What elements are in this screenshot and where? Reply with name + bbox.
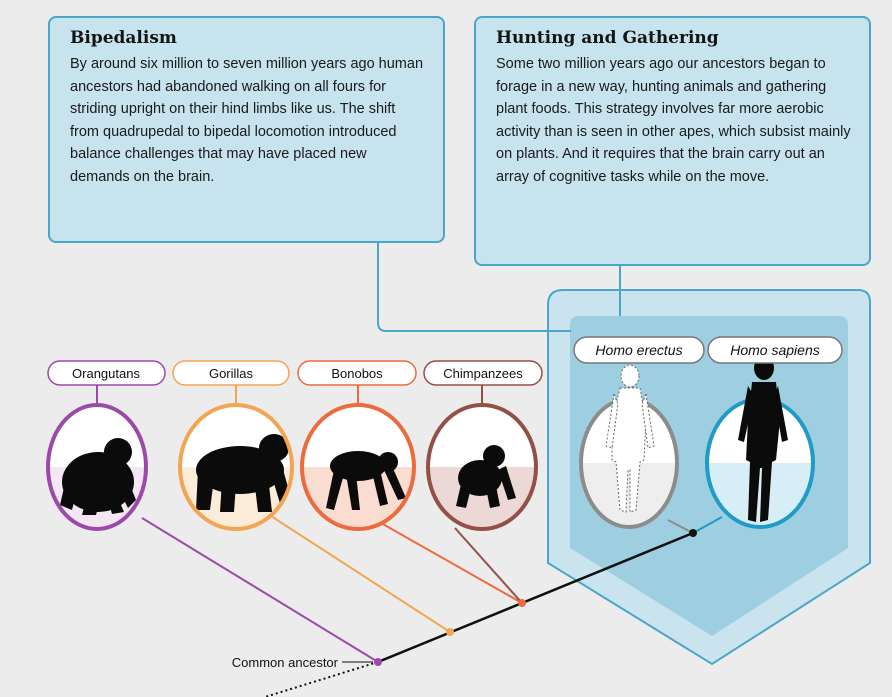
- chimpanzees-label: Chimpanzees: [443, 366, 523, 381]
- hunting-gathering-body: Some two million years ago our ancestors…: [496, 53, 851, 188]
- hunting-gathering-title: Hunting and Gathering: [496, 28, 851, 48]
- chimpanzees-group: Chimpanzees: [420, 361, 550, 537]
- node-homo: [689, 529, 697, 537]
- gorillas-label: Gorillas: [209, 366, 254, 381]
- orangutans-group: Orangutans: [40, 361, 165, 537]
- node-common-ancestor: [374, 658, 382, 666]
- common-ancestor-label: Common ancestor: [232, 655, 339, 670]
- homo-sapiens-label: Homo sapiens: [730, 342, 820, 358]
- gorillas-group: Gorillas: [170, 361, 310, 537]
- branch-chimpanzees: [455, 528, 522, 603]
- bipedalism-body: By around six million to seven million y…: [70, 53, 425, 188]
- branch-orangutans: [142, 518, 378, 662]
- homo-erectus-label: Homo erectus: [595, 342, 682, 358]
- orangutans-label: Orangutans: [72, 366, 140, 381]
- bonobos-group: Bonobos: [290, 361, 430, 537]
- branch-bonobos: [381, 523, 522, 603]
- hunting-gathering-box: Hunting and Gathering Some two million y…: [474, 16, 871, 266]
- bonobos-label: Bonobos: [331, 366, 383, 381]
- bipedalism-title: Bipedalism: [70, 28, 425, 48]
- node-pan: [518, 599, 526, 607]
- bipedalism-box: Bipedalism By around six million to seve…: [48, 16, 445, 243]
- node-gorillas: [446, 628, 454, 636]
- branch-gorillas: [271, 516, 450, 632]
